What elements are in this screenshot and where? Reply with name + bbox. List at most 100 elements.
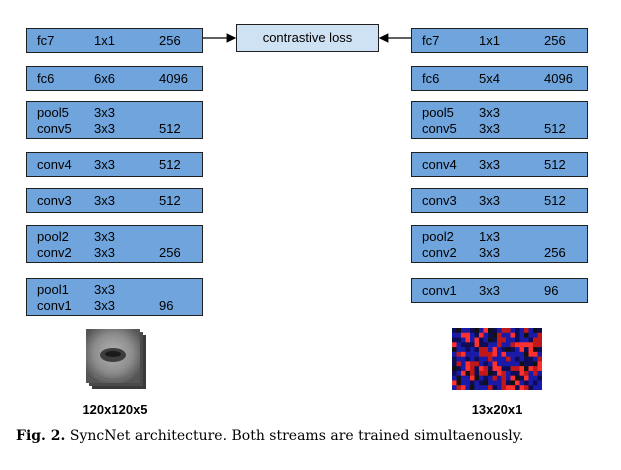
heatmap-cell <box>497 337 502 343</box>
heatmap-cell <box>537 370 542 376</box>
heatmap-cell <box>452 375 457 381</box>
kernel-size: 3x3 <box>479 283 500 298</box>
heatmap-cell <box>461 370 466 376</box>
heatmap-cell <box>501 347 507 353</box>
mfcc-input-heatmap <box>452 328 542 390</box>
heatmap-cell <box>483 347 489 353</box>
heatmap-cell <box>501 356 507 362</box>
heatmap-cell <box>456 356 462 362</box>
heatmap-cell <box>492 337 498 343</box>
kernel-size: 5x4 <box>479 71 500 86</box>
heatmap-cell <box>537 337 542 343</box>
layer-name: pool1 <box>37 282 69 297</box>
heatmap-cell <box>479 347 484 353</box>
heatmap-cell <box>474 337 480 343</box>
heatmap-cell <box>537 347 542 353</box>
heatmap-cell <box>519 370 525 376</box>
heatmap-cell <box>506 375 511 381</box>
heatmap-cell <box>452 351 457 357</box>
heatmap-cell <box>528 361 534 367</box>
kernel-size: 3x3 <box>479 157 500 172</box>
heatmap-cell <box>456 370 462 376</box>
heatmap-cell <box>537 342 542 348</box>
heatmap-cell <box>524 356 529 362</box>
heatmap-cell <box>497 351 502 357</box>
heatmap-cell <box>488 332 493 338</box>
heatmap-cell <box>492 328 498 334</box>
heatmap-cell <box>515 347 520 353</box>
heatmap-cell <box>456 351 462 357</box>
heatmap-cell <box>524 328 529 334</box>
heatmap-cell <box>456 347 462 353</box>
heatmap-cell <box>515 342 520 348</box>
heatmap-cell <box>483 361 489 367</box>
filter-count: 512 <box>159 193 181 208</box>
heatmap-cell <box>461 361 466 367</box>
heatmap-cell <box>533 375 538 381</box>
heatmap-cell <box>537 356 542 362</box>
heatmap-cell <box>515 366 520 372</box>
heatmap-cell <box>510 342 516 348</box>
heatmap-cell <box>456 375 462 381</box>
figure-caption: Fig. 2. SyncNet architecture. Both strea… <box>16 428 523 444</box>
heatmap-cell <box>488 347 493 353</box>
kernel-size: 1x1 <box>94 33 115 48</box>
heatmap-cell <box>506 337 511 343</box>
heatmap-cell <box>465 366 471 372</box>
kernel-size: 3x3 <box>479 245 500 260</box>
heatmap-cell <box>483 375 489 381</box>
heatmap-cell <box>537 328 542 334</box>
kernel-size: 3x3 <box>479 121 500 136</box>
layer-name: pool2 <box>37 229 69 244</box>
heatmap-cell <box>461 380 466 386</box>
heatmap-cell <box>515 375 520 381</box>
heatmap-cell <box>461 337 466 343</box>
heatmap-cell <box>506 351 511 357</box>
heatmap-cell <box>519 342 525 348</box>
heatmap-cell <box>537 375 542 381</box>
filter-count: 512 <box>544 121 566 136</box>
filter-count: 256 <box>159 245 181 260</box>
heatmap-cell <box>506 380 511 386</box>
heatmap-cell <box>488 342 493 348</box>
heatmap-cell <box>479 370 484 376</box>
filter-count: 4096 <box>544 71 573 86</box>
filter-count: 256 <box>544 33 566 48</box>
layer-name: fc6 <box>37 71 55 86</box>
filter-count: 512 <box>544 193 566 208</box>
heatmap-cell <box>452 347 457 353</box>
kernel-size: 3x3 <box>94 121 115 136</box>
heatmap-cell <box>456 328 462 334</box>
heatmap-cell <box>524 366 529 372</box>
layer-name: conv1 <box>422 283 457 298</box>
heatmap-cell <box>497 380 502 386</box>
heatmap-cell <box>483 351 489 357</box>
heatmap-cell <box>465 385 471 390</box>
heatmap-cell <box>483 332 489 338</box>
heatmap-cell <box>528 337 534 343</box>
heatmap-cell <box>461 328 466 334</box>
heatmap-cell <box>519 332 525 338</box>
heatmap-cell <box>461 366 466 372</box>
heatmap-cell <box>528 328 534 334</box>
heatmap-cell <box>452 332 457 338</box>
heatmap-cell <box>510 380 516 386</box>
heatmap-cell <box>470 366 475 372</box>
layer-name: fc7 <box>37 33 55 48</box>
heatmap-cell <box>474 351 480 357</box>
heatmap-cell <box>528 385 534 390</box>
heatmap-cell <box>474 380 480 386</box>
heatmap-cell <box>470 385 475 390</box>
heatmap-cell <box>501 328 507 334</box>
